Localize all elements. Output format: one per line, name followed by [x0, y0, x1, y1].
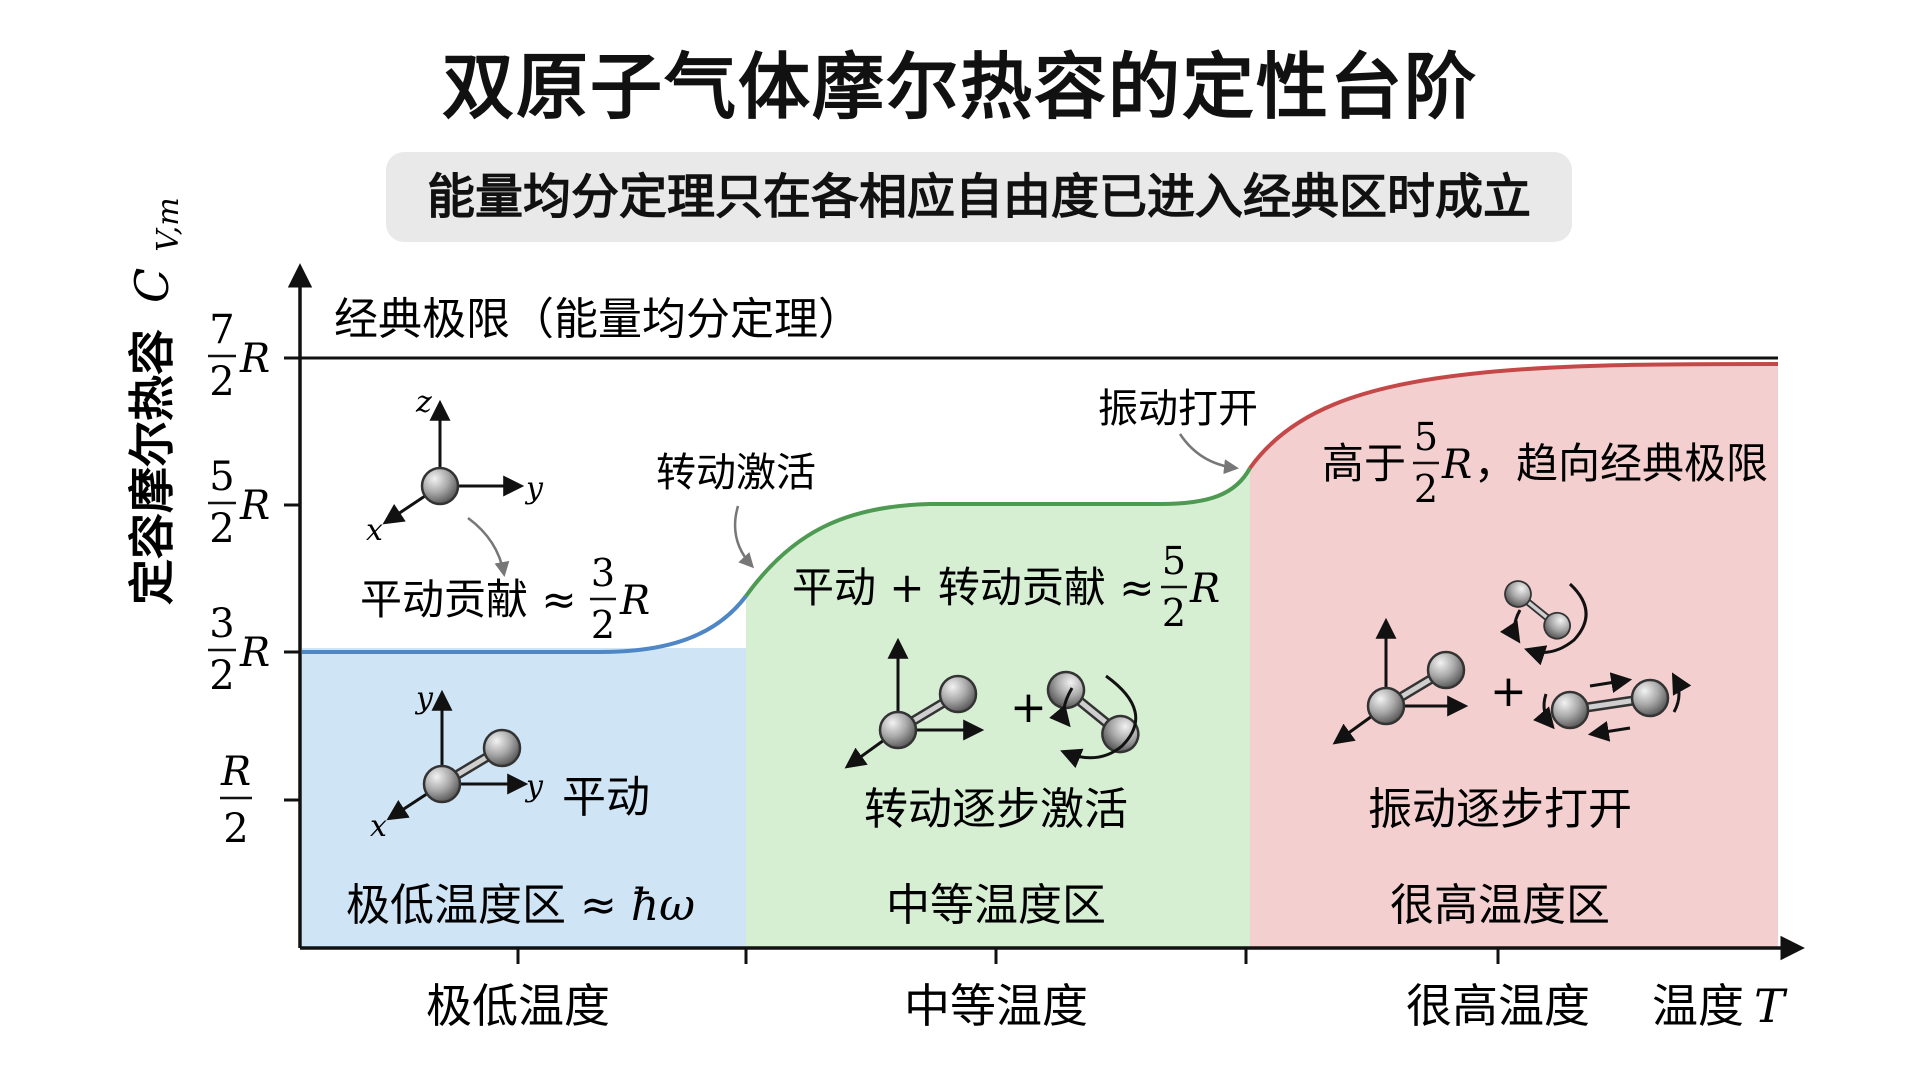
svg-text:2: 2: [209, 506, 234, 552]
svg-text:z: z: [415, 385, 432, 420]
region-mid: [746, 468, 1250, 948]
svg-text:平动贡献 ≈: 平动贡献 ≈: [360, 575, 577, 624]
svg-text:，趋向经典极限: ，趋向经典极限: [1474, 439, 1768, 488]
trans-rot-contribution-label: 平动 + 转动贡献 ≈ 5 2 R: [792, 539, 1220, 635]
svg-text:x: x: [366, 513, 383, 548]
plus-sign-mid: +: [1010, 682, 1047, 733]
y-tick-labels: 7 2 R 5 2 R 3 2 R R 2: [208, 307, 270, 852]
svg-text:极低温度区 ≈ ħω: 极低温度区 ≈ ħω: [346, 880, 695, 931]
x-tick-mid: 中等温度: [904, 979, 1088, 1033]
mode-vibration-label: 振动逐步打开: [1368, 784, 1632, 835]
svg-text:R: R: [220, 749, 251, 795]
pointer-arrow-translation: [467, 516, 510, 577]
svg-text:平动 + 转动贡献 ≈: 平动 + 转动贡献 ≈: [792, 563, 1154, 612]
svg-text:2: 2: [223, 806, 248, 852]
svg-text:2: 2: [1162, 591, 1186, 635]
region-low-label: 极低温度区 ≈ ħω: [346, 880, 695, 931]
y-tick-marks: [284, 356, 300, 802]
svg-text:5: 5: [209, 454, 234, 500]
svg-text:R: R: [1441, 442, 1472, 488]
svg-text:温度T: 温度T: [1652, 979, 1788, 1033]
region-high: [1250, 364, 1778, 948]
region-mid-label: 中等温度区: [886, 880, 1106, 931]
y-tick-5-2R: 5 2 R: [208, 454, 270, 552]
y-tick-7-2R: 7 2 R: [208, 307, 270, 405]
subtitle-banner: 能量均分定理只在各相应自由度已进入经典区时成立: [386, 152, 1572, 242]
svg-text:x: x: [370, 809, 387, 844]
svg-text:R: R: [239, 483, 270, 529]
svg-text:R: R: [239, 630, 270, 676]
svg-text:R: R: [1189, 566, 1220, 612]
page-title: 双原子气体摩尔热容的定性台阶: [441, 45, 1478, 129]
translation-contribution-label: 平动贡献 ≈ 3 2 R: [360, 551, 650, 647]
svg-text:5: 5: [1162, 539, 1186, 583]
svg-text:定容摩尔热容 C V,m: 定容摩尔热容 C V,m: [125, 197, 186, 605]
mode-translation-label: 平动: [562, 772, 650, 823]
svg-text:2: 2: [209, 653, 234, 699]
rotation-activation-label: 转动激活: [656, 450, 816, 496]
curve-high-temperature: [1248, 362, 1779, 470]
translation-axes-icon: z y x: [366, 385, 544, 548]
molecule-translation-icon: y y x: [370, 681, 544, 844]
region-low: [302, 648, 746, 948]
svg-text:2: 2: [209, 359, 234, 405]
above-five-halves-label: 高于 5 2 R ，趋向经典极限: [1322, 415, 1768, 511]
region-high-label: 很高温度区: [1390, 880, 1610, 931]
molecule-rotation-axes-icon: [844, 637, 985, 769]
y-axis-title: 定容摩尔热容 C V,m: [125, 197, 186, 605]
svg-text:5: 5: [1414, 415, 1438, 459]
molecule-rotation-icon: [1043, 655, 1143, 770]
curve-low-temperature: [302, 594, 748, 654]
plus-sign-high: +: [1490, 666, 1527, 717]
classical-limit-label: 经典极限（能量均分定理）: [334, 294, 862, 345]
pointer-arrow-vibration: [1178, 433, 1239, 475]
svg-text:y: y: [414, 681, 434, 716]
svg-text:7: 7: [209, 307, 234, 353]
molecule-vibration-axes-icon: [1332, 617, 1464, 745]
pointer-arrow-rotation: [733, 505, 755, 569]
vibration-open-label: 振动打开: [1098, 386, 1258, 432]
mode-rotation-label: 转动逐步激活: [864, 784, 1128, 835]
svg-text:高于: 高于: [1322, 439, 1406, 488]
svg-text:R: R: [239, 336, 270, 382]
y-tick-R-2: R 2: [220, 749, 252, 852]
svg-text:2: 2: [1414, 467, 1438, 511]
molecule-vibration-icon: [1533, 672, 1692, 742]
x-tick-marks: [516, 948, 1500, 964]
svg-text:3: 3: [209, 601, 234, 647]
molecule-rotation-small-icon: [1501, 569, 1588, 666]
svg-text:2: 2: [591, 603, 615, 647]
svg-text:3: 3: [591, 551, 615, 595]
svg-text:y: y: [524, 471, 544, 506]
svg-text:R: R: [619, 578, 650, 624]
x-tick-high: 很高温度: [1406, 979, 1590, 1033]
y-tick-3-2R: 3 2 R: [208, 601, 270, 699]
x-tick-low: 极低温度: [426, 979, 610, 1033]
curve-mid-temperature: [744, 467, 1252, 598]
svg-text:y: y: [524, 769, 544, 804]
